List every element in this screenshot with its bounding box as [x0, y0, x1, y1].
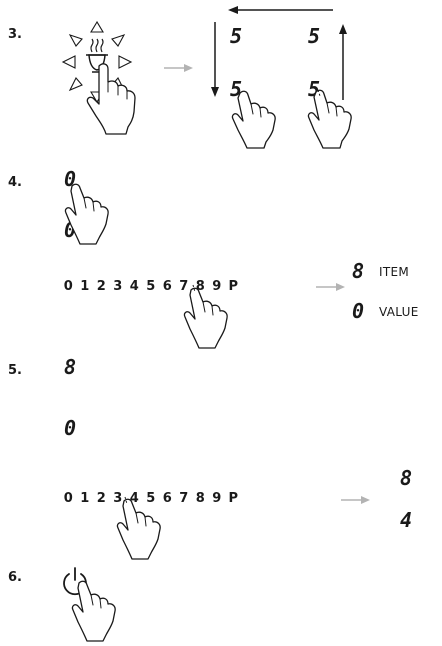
glow-triangle-top [90, 20, 104, 33]
power-icon [63, 567, 87, 596]
sequence-key-p: P [228, 491, 239, 506]
sequence-key-0: 0 [63, 491, 73, 506]
sequence-key-8: 8 [195, 491, 205, 506]
sequence-key-1: 1 [80, 491, 90, 506]
grid-display-top-left: 5 [230, 24, 243, 48]
sequence-key-8: 8 [195, 279, 205, 294]
sequence-key-3: 3 [113, 279, 123, 294]
arrow-up-icon [339, 24, 347, 34]
sequence-key-p: P [228, 279, 239, 294]
glow-triangle-left [61, 55, 76, 69]
sequence-key-5: 5 [146, 279, 156, 294]
step-4-item-display: 8 [352, 259, 365, 283]
glow-triangle-upper-left [68, 34, 83, 47]
sequence-key-6: 6 [162, 491, 172, 506]
step-4-display-bottom: 0 [64, 218, 77, 242]
step-3-number: 3. [8, 27, 22, 42]
grid-display-bottom-right: 5 [308, 77, 321, 101]
sequence-key-0: 0 [63, 279, 73, 294]
grid-display-bottom-left: 5 [230, 77, 243, 101]
glow-triangle-lower-right [111, 77, 126, 92]
step-4-number: 4. [8, 175, 22, 190]
step-5-display-bottom: 0 [64, 416, 77, 440]
sequence-key-4: 4 [129, 279, 139, 294]
sequence-key-3: 3 [113, 491, 123, 506]
sequence-key-2: 2 [96, 491, 106, 506]
step-5-display-top: 8 [64, 355, 77, 379]
step-5-number: 5. [8, 363, 22, 378]
sequence-key-7: 7 [179, 491, 189, 506]
sequence-key-1: 1 [80, 279, 90, 294]
grid-display-top-right: 5 [308, 24, 321, 48]
glow-triangle-right [118, 55, 133, 69]
arrow-left-icon [228, 6, 238, 14]
step-4-value-label: VALUE [379, 305, 419, 319]
step-4-display-top: 0 [64, 167, 77, 191]
sequence-key-2: 2 [96, 279, 106, 294]
sequence-key-5: 5 [146, 491, 156, 506]
glow-triangles [61, 20, 133, 104]
pointing-hand-icon [71, 580, 116, 642]
glow-triangle-lower-left [68, 77, 83, 92]
sequence-key-4: 4 [129, 491, 139, 506]
glow-triangle-upper-right [111, 34, 126, 47]
sequence-key-6: 6 [162, 279, 172, 294]
pointing-hand-icon [86, 63, 136, 135]
glow-triangle-bottom [90, 91, 104, 104]
arrow-down-icon [211, 87, 219, 97]
sequence-key-9: 9 [212, 491, 222, 506]
heating-zone-icon [86, 38, 108, 73]
sequence-key-7: 7 [179, 279, 189, 294]
pointing-hand-icon [183, 284, 228, 349]
step-5-result-top: 8 [400, 466, 413, 490]
sequence-key-9: 9 [212, 279, 222, 294]
step-5-result-bottom: 4 [400, 508, 413, 532]
pointing-hand-icon [116, 496, 161, 560]
step-4-value-display: 0 [352, 299, 365, 323]
step-4-item-label: ITEM [379, 265, 410, 279]
step-6-number: 6. [8, 570, 22, 585]
